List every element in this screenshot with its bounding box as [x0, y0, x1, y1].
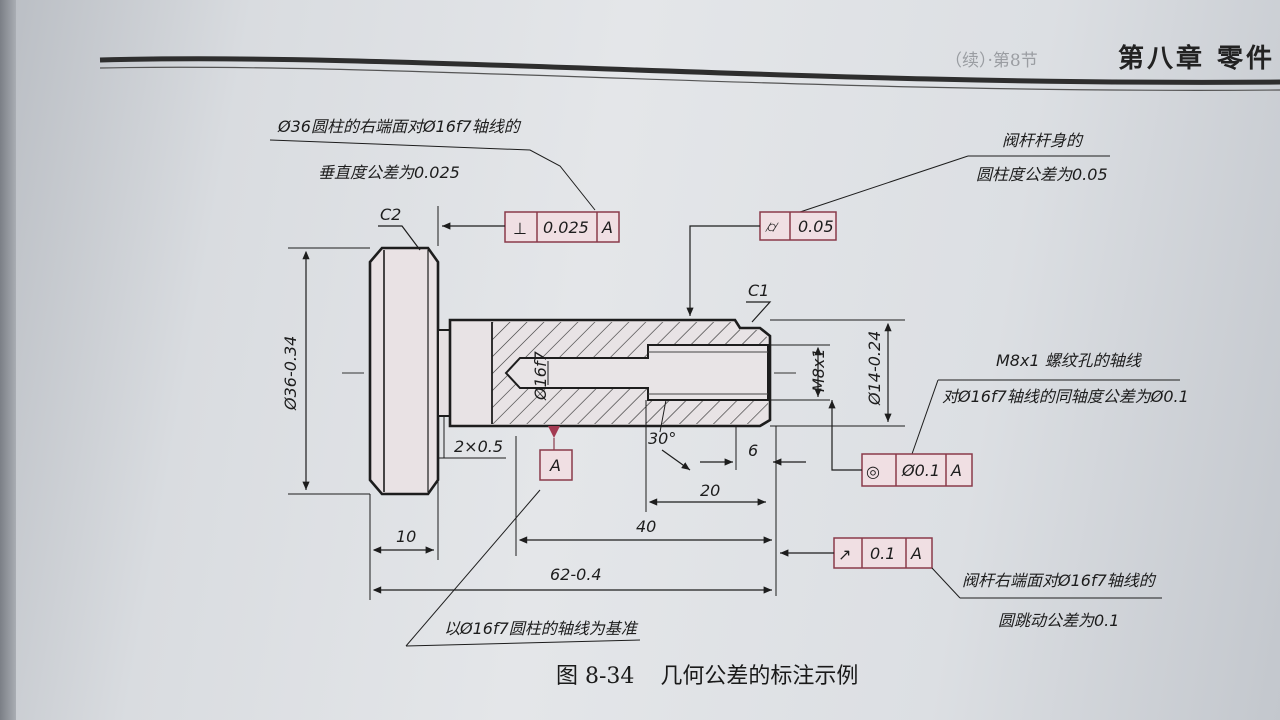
datum-triangle — [548, 426, 560, 438]
length-40-label: 40 — [636, 517, 656, 536]
hatched-section — [492, 322, 768, 424]
cyl-value: 0.05 — [798, 217, 834, 236]
length-10-label: 10 — [396, 527, 416, 546]
cylindricity-icon: ⌭ — [765, 217, 779, 236]
runout-icon: ↗ — [838, 545, 851, 564]
runout-frame: ↗ 0.1 A — [833, 537, 933, 569]
cyl-callout-line2: 圆柱度公差为0.05 — [976, 165, 1108, 184]
neck-groove — [437, 329, 451, 417]
perpendicularity-frame: ⊥ 0.025 A — [504, 211, 620, 243]
figure-caption: 图 8-34 几何公差的标注示例 — [556, 658, 884, 690]
chamfer-c1-label: C1 — [748, 281, 769, 300]
valve-head — [368, 246, 440, 496]
angle-label: 30° — [648, 429, 676, 448]
coax-callout-line1: M8x1 螺纹孔的轴线 — [996, 351, 1143, 370]
groove-label: 2×0.5 — [454, 437, 503, 456]
datum-note: 以Ø16f7圆柱的轴线为基准 — [444, 619, 639, 638]
chapter-heading: 第八章 零件 — [1118, 44, 1276, 74]
runout-datum: A — [910, 544, 922, 563]
diameter-36-label: Ø36-0.34 — [281, 336, 300, 411]
cyl-callout-line1: 阀杆杆身的 — [1002, 131, 1084, 150]
coaxiality-frame: ◎ Ø0.1 A — [861, 453, 973, 487]
perp-value: 0.025 — [543, 218, 589, 237]
runout-callout-line1: 阀杆右端面对Ø16f7轴线的 — [962, 571, 1157, 590]
cylindricity-frame: ⌭ 0.05 — [759, 211, 837, 241]
length-20-label: 20 — [700, 481, 720, 500]
perpendicular-icon: ⊥ — [513, 219, 527, 238]
book-spine-shadow — [0, 0, 16, 720]
runout-value: 0.1 — [870, 544, 895, 563]
thread-m8-label: M8x1 — [809, 348, 828, 392]
figure-number: 图 8-34 — [556, 664, 635, 689]
diameter-14-label: Ø14-0.24 — [865, 331, 884, 406]
length-6-label: 6 — [748, 441, 758, 460]
perp-datum: A — [601, 218, 613, 237]
coax-datum: A — [950, 461, 962, 480]
chamfer-c2-label: C2 — [380, 205, 401, 224]
coaxiality-icon: ◎ — [866, 462, 880, 481]
figure-title: 几何公差的标注示例 — [660, 664, 859, 689]
perp-callout-line1: Ø36圆柱的右端面对Ø16f7轴线的 — [277, 117, 522, 136]
datum-box — [539, 449, 573, 481]
length-62-label: 62-0.4 — [550, 565, 602, 584]
header-faint-text: （续）·第8节 — [945, 51, 1038, 71]
coax-callout-line2: 对Ø16f7轴线的同轴度公差为Ø0.1 — [942, 387, 1189, 406]
runout-callout-line2: 圆跳动公差为0.1 — [998, 611, 1119, 630]
coax-value: Ø0.1 — [901, 461, 940, 480]
diameter-16f7-label: Ø16f7 — [531, 350, 550, 401]
header-rule — [99, 56, 1280, 85]
perp-callout-line2: 垂直度公差为0.025 — [318, 163, 460, 182]
datum-letter: A — [549, 456, 561, 475]
